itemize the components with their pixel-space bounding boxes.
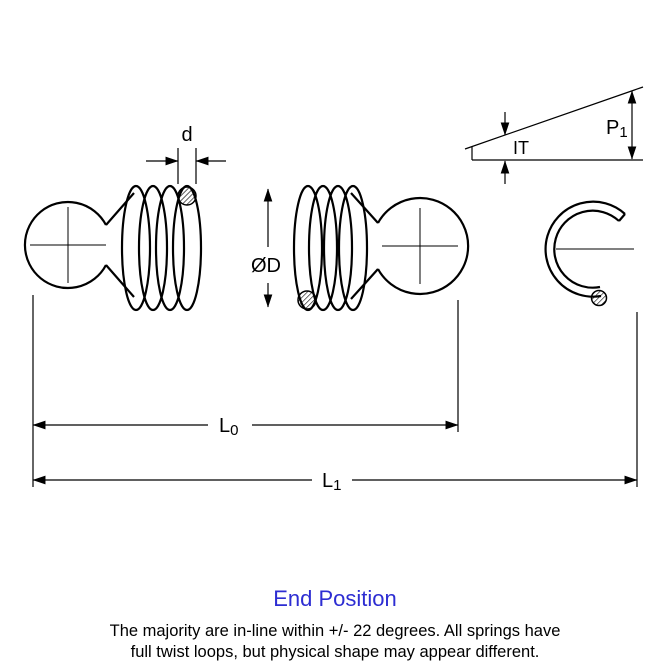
- coil-ellipse: [307, 184, 339, 312]
- right-hook-connector-top: [350, 192, 379, 224]
- dimension-lines: [32, 86, 644, 487]
- end-position-title: End Position: [273, 586, 397, 611]
- pitch-slope-line: [464, 86, 644, 150]
- label-overall-length-sub: 1: [333, 477, 341, 494]
- right-hook-connector-bottom: [350, 268, 379, 300]
- label-free-length-main: L: [219, 415, 230, 437]
- right-hook-loop: [377, 196, 470, 296]
- label-pitch-sub: 1: [619, 124, 627, 141]
- label-outer-diameter: ØD: [251, 255, 281, 277]
- wire-section-right-coil: [297, 290, 317, 310]
- wire-cross-sections: [177, 186, 608, 310]
- label-wire-diameter: d: [181, 124, 192, 146]
- coil-ellipse: [154, 184, 186, 312]
- caption-text: The majority are in-line within +/- 22 d…: [0, 621, 670, 663]
- caption-line-2: full twist loops, but physical shape may…: [130, 643, 540, 661]
- wire-section-left-coil: [177, 186, 197, 206]
- caption-line-1: The majority are in-line within +/- 22 d…: [109, 622, 561, 640]
- end-view-hook-cap: [618, 213, 626, 222]
- coil-ellipse: [292, 184, 324, 312]
- end-view-hook-inner: [553, 209, 620, 289]
- label-overall-length-main: L: [322, 470, 333, 492]
- coil-ellipse: [171, 184, 203, 312]
- coil-ellipse: [137, 184, 169, 312]
- spring-body: [23, 184, 626, 312]
- label-pitch-main: P: [606, 117, 619, 139]
- label-pitch: P1: [606, 117, 628, 141]
- coil-ellipse: [322, 184, 354, 312]
- wire-section-end-view: [590, 289, 608, 307]
- coil-ellipse: [337, 184, 369, 312]
- end-view-hook-outer: [544, 200, 626, 298]
- left-hook-connector-bottom: [105, 264, 135, 298]
- label-overall-length: L1: [322, 470, 341, 494]
- label-initial-tension: IT: [513, 138, 529, 158]
- center-marks: [30, 207, 634, 284]
- label-free-length: L0: [219, 415, 238, 439]
- coil-ellipse: [120, 184, 152, 312]
- label-free-length-sub: 0: [230, 422, 238, 439]
- left-hook-loop: [23, 200, 107, 290]
- left-hook-connector-top: [105, 192, 135, 226]
- dimension-labels: d ØD IT P1 L0 L1: [181, 117, 627, 494]
